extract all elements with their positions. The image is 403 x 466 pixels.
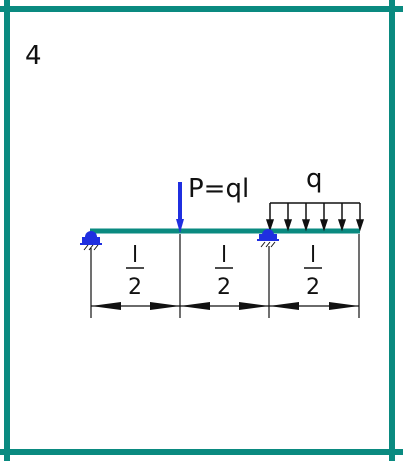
- dimension-denominator: 2: [217, 275, 231, 300]
- dimension-label-3: l 2: [304, 243, 322, 300]
- dimension-denominator: 2: [306, 275, 320, 300]
- point-force-label: P=ql: [188, 174, 249, 204]
- dimension-line: [91, 302, 359, 310]
- dimension-numerator: l: [132, 243, 138, 268]
- dimension-denominator: 2: [128, 275, 142, 300]
- dimension-label-2: l 2: [215, 243, 233, 300]
- problem-number: 4: [25, 41, 42, 71]
- distributed-load-label: q: [306, 164, 323, 194]
- dimension-label-1: l 2: [126, 243, 144, 300]
- dimension-numerator: l: [221, 243, 227, 268]
- pin-support-icon: [80, 231, 102, 251]
- point-force: [176, 182, 184, 233]
- dimension-numerator: l: [310, 243, 316, 268]
- distributed-load: [265, 202, 365, 232]
- roller-support-icon: [257, 229, 279, 248]
